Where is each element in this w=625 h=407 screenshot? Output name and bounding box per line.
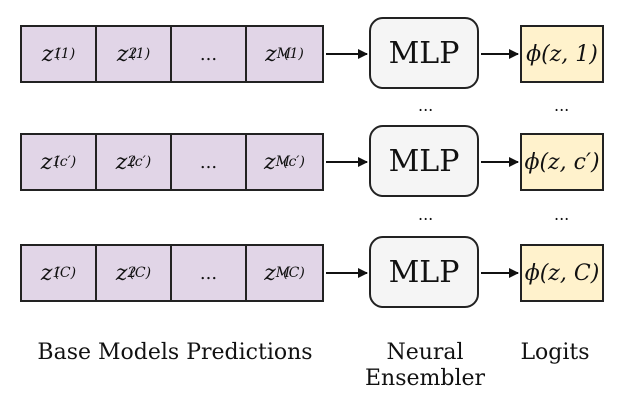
logit-box: ϕ(z, 1) xyxy=(520,25,604,83)
mlp-ellipsis-1: ... xyxy=(418,96,434,115)
prediction-cell-ellipsis: ... xyxy=(172,27,247,81)
base-predictions-label: Base Models Predictions xyxy=(37,340,313,365)
mlp-box: MLP xyxy=(369,125,479,197)
prediction-cell-ellipsis: ... xyxy=(172,246,247,300)
mlp-box: MLP xyxy=(369,17,479,89)
logits-label: Logits xyxy=(520,340,590,365)
neural-ensembler-label-line1: Neural xyxy=(386,340,464,365)
logit-ellipsis-1: ... xyxy=(554,96,570,115)
logit-box: ϕ(z, c′) xyxy=(520,133,604,191)
logit-box: ϕ(z, C) xyxy=(520,244,604,302)
mlp-ellipsis-2: ... xyxy=(418,205,434,224)
neural-ensembler-label-line2: Ensembler xyxy=(365,366,486,391)
neural-ensembler-label: Neural Ensembler xyxy=(365,340,485,392)
logit-ellipsis-2: ... xyxy=(554,205,570,224)
prediction-cell-ellipsis: ... xyxy=(172,135,247,189)
mlp-box: MLP xyxy=(369,236,479,308)
